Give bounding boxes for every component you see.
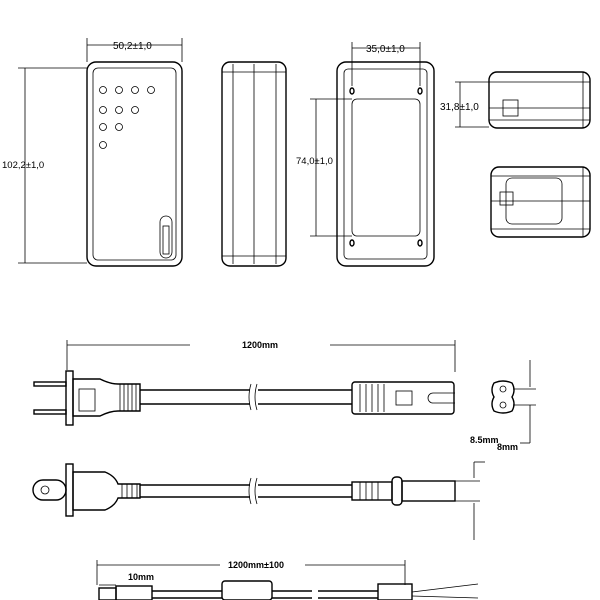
ferrite-bead: [221, 580, 273, 600]
front-view: [86, 61, 183, 267]
ac-cord-length-label: 1200mm: [242, 340, 278, 350]
side-view: [221, 61, 287, 267]
led-window: [159, 215, 173, 259]
vent-holes: [99, 86, 155, 149]
hole-spacing-label: 35,0±1,0: [366, 44, 405, 55]
ac-cord-top: 1200mm 8.5mm: [33, 340, 536, 445]
ac-cord-side: 8mm: [32, 442, 518, 540]
height-front-label: 102,2±1,0: [2, 160, 44, 171]
depth-label: 31,8±1,0: [440, 102, 479, 113]
strain-relief: [377, 583, 413, 600]
back-view: [336, 61, 435, 267]
width-front-label: 50,2±1,0: [113, 41, 152, 52]
dc-cord-length-label: 1200mm±100: [228, 560, 284, 570]
dc-plug: [98, 587, 117, 600]
dc-plug-length-label: 10mm: [128, 572, 154, 582]
label-height-label: 74,0±1,0: [296, 156, 333, 167]
top-view: [488, 71, 591, 129]
ac-connector-thickness-label: 8mm: [497, 442, 518, 452]
label-area: [351, 98, 421, 237]
dc-cord: 1200mm±100 10mm: [96, 560, 479, 600]
c7-socket-face: [491, 380, 515, 414]
bottom-view: [490, 166, 591, 238]
c7-connector: [351, 381, 455, 415]
us-plug: [33, 370, 141, 426]
ac-connector-width-label: 8.5mm: [470, 435, 499, 445]
